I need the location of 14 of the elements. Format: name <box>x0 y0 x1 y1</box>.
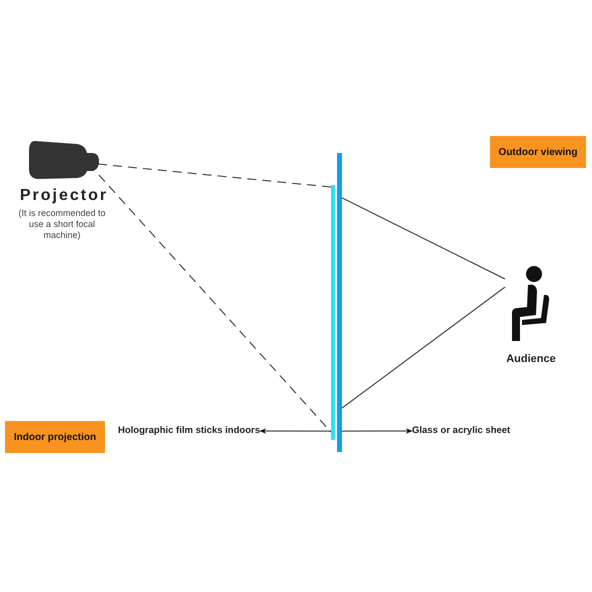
glass-sheet <box>337 153 342 452</box>
projection-line <box>98 174 332 433</box>
holographic-film <box>331 185 335 440</box>
arrow <box>342 428 413 434</box>
arrow <box>259 428 332 434</box>
part-label: Holographic film sticks indoors <box>108 423 260 439</box>
projection-line <box>98 164 332 188</box>
audience-label: Audience <box>505 353 557 365</box>
sight-line <box>342 197 506 280</box>
heading-tag: Indoor projection <box>5 421 105 453</box>
projector-title: Projector <box>18 187 110 205</box>
projector-note: (It is recommended to use a short focal machine) <box>17 208 107 241</box>
heading-tag: Outdoor viewing <box>490 136 586 168</box>
part-label: Glass or acrylic sheet <box>412 423 542 439</box>
